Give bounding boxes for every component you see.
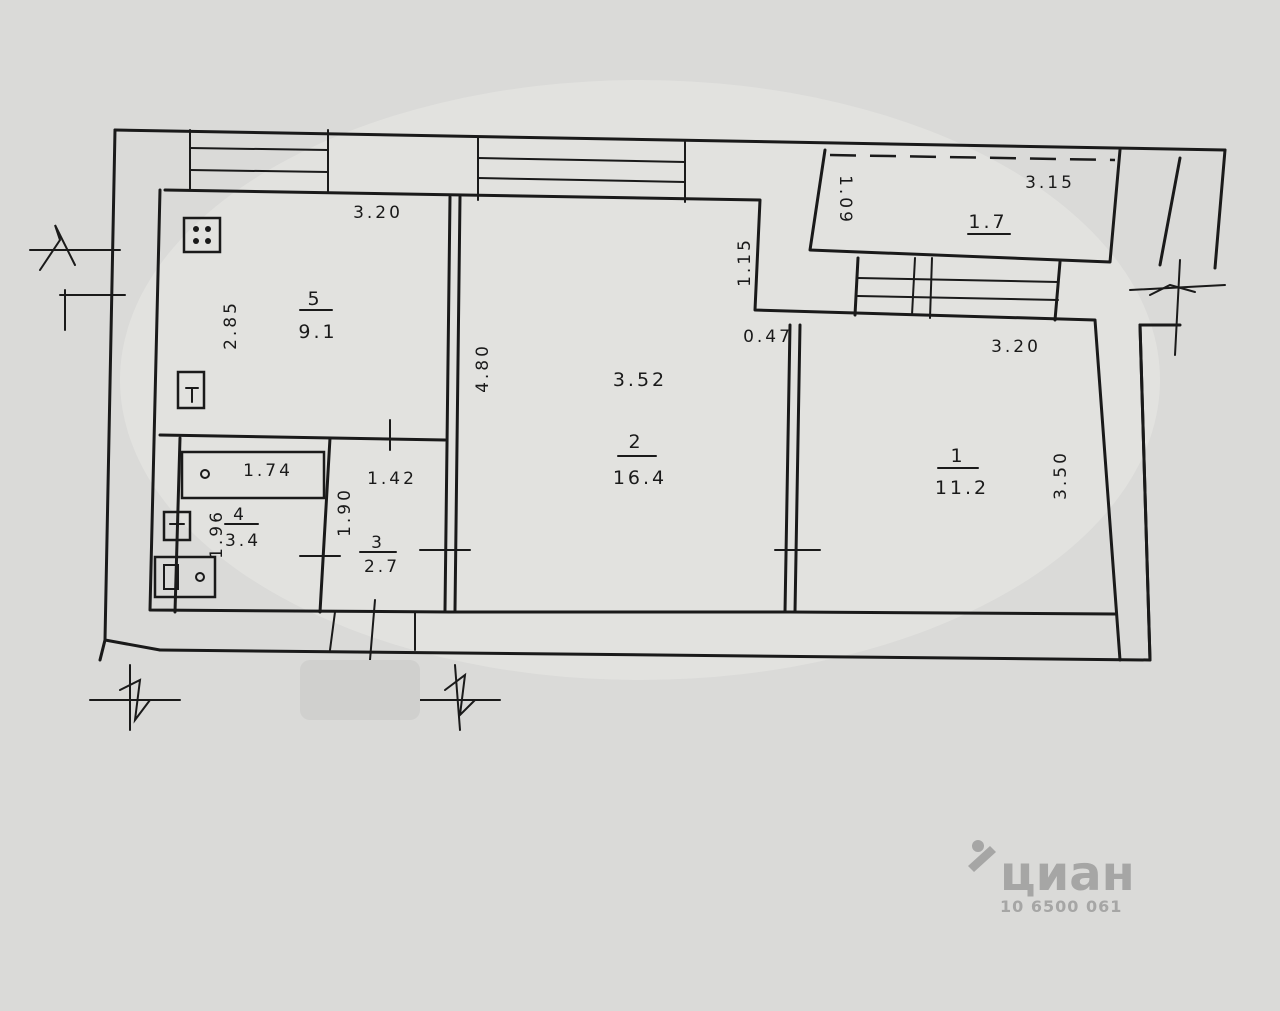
- walls: [98, 128, 1227, 662]
- room-balcony: 1.7: [967, 211, 1011, 235]
- room-number: 1: [950, 445, 965, 467]
- dimensions: 3.20 2.85 4.80 3.52 1.15 0.47 3.20 3.50 …: [207, 173, 1075, 559]
- room-4: 4 3.4: [224, 505, 261, 551]
- dim-balcony-depth: 1.09: [835, 175, 855, 225]
- bathtub-icon: [180, 450, 326, 500]
- room-area: 9.1: [298, 321, 337, 343]
- room-area: 2.7: [364, 557, 400, 577]
- toilet-icon: [153, 555, 217, 599]
- door-marks: [299, 419, 821, 661]
- room-area: 16.4: [613, 467, 667, 489]
- dim-balcony-width: 3.15: [1025, 173, 1075, 193]
- room-3: 3 2.7: [359, 533, 400, 577]
- room-number: 2: [628, 431, 643, 453]
- room-1: 1 11.2: [935, 445, 989, 499]
- dim-niche-offset: 0.47: [743, 327, 793, 347]
- room-number: 5: [307, 288, 322, 310]
- dim-living-width: 3.52: [613, 369, 667, 391]
- dim-bath-length: 1.74: [243, 461, 293, 481]
- watermark-id: 10 6500 061: [1000, 897, 1122, 916]
- dim-kitchen-width: 3.20: [353, 203, 403, 223]
- dim-bedroom-depth: 3.50: [1051, 450, 1071, 500]
- room-area: 11.2: [935, 477, 989, 499]
- windows: [189, 129, 1059, 319]
- room-area: 3.4: [225, 531, 261, 551]
- cian-logo-icon: [968, 840, 996, 872]
- room-5: 5 9.1: [298, 288, 337, 343]
- dim-bedroom-width: 3.20: [991, 337, 1041, 357]
- watermark: циан 10 6500 061: [968, 840, 1135, 916]
- dim-bath-depth: 1.96: [207, 509, 227, 559]
- room-area: 1.7: [968, 211, 1007, 233]
- room-2: 2 16.4: [613, 431, 667, 489]
- balcony-edge: [829, 153, 1116, 162]
- dim-wc-depth: 1.90: [335, 487, 355, 537]
- break-marks: [29, 224, 1226, 731]
- washbasin-icon: [162, 510, 192, 542]
- sink-icon: [176, 370, 206, 410]
- dim-niche-depth: 1.15: [735, 237, 755, 287]
- watermark-brand: циан: [1000, 846, 1135, 902]
- dim-kitchen-depth: 2.85: [221, 300, 241, 350]
- redaction-blur: [300, 660, 420, 720]
- stove-icon: [182, 216, 222, 254]
- room-number: 3: [371, 533, 385, 553]
- dim-wc-width: 1.42: [367, 469, 417, 489]
- dim-hall-length: 4.80: [473, 343, 493, 393]
- room-number: 4: [233, 505, 247, 525]
